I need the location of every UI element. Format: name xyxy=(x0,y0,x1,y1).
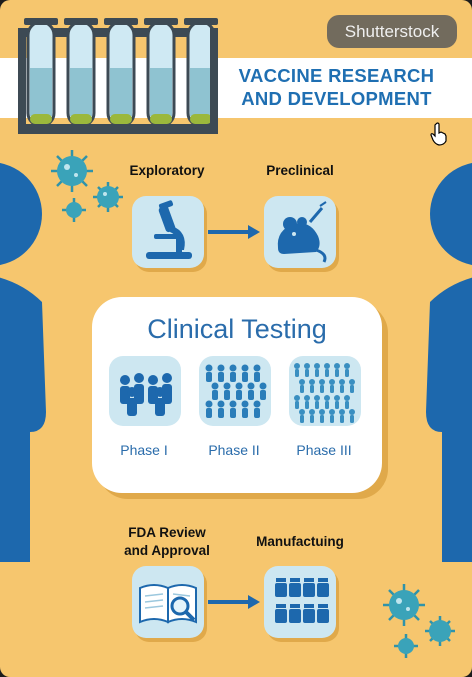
manufacturing-tile xyxy=(264,566,336,638)
stage-label-preclinical: Preclinical xyxy=(266,163,334,178)
test-tubes-icon xyxy=(18,18,218,134)
arrow-icon-2 xyxy=(208,595,260,609)
clinical-testing-title: Clinical Testing xyxy=(147,314,327,344)
people-group-icon-small xyxy=(120,373,172,416)
virus-icon-top-left xyxy=(51,150,123,222)
people-group-icon-large xyxy=(294,363,355,423)
stage-label-fda-review: FDA Review and Approval xyxy=(108,524,226,560)
virus-icon-bottom-right xyxy=(383,584,455,658)
phase-1-tile xyxy=(109,356,181,426)
person-silhouette-icon-right xyxy=(426,162,472,562)
watermark: Shutterstock xyxy=(327,15,457,48)
preclinical-tile xyxy=(264,196,336,268)
fda-line-2: and Approval xyxy=(124,543,210,558)
phase-1-label: Phase I xyxy=(120,442,168,458)
phase-3-tile xyxy=(289,356,361,426)
fda-review-tile xyxy=(132,566,204,638)
people-group-icon-medium xyxy=(205,364,267,418)
stage-label-manufacturing: Manufactuing xyxy=(256,534,344,549)
person-silhouette-icon-left xyxy=(0,162,46,562)
book-magnifier-icon xyxy=(139,584,197,624)
title-line-1: VACCINE RESEARCH xyxy=(238,65,435,86)
title-line-2: AND DEVELOPMENT xyxy=(241,88,432,109)
arrow-icon-1 xyxy=(208,225,260,239)
microscope-icon xyxy=(146,200,192,259)
vaccine-vials-icon xyxy=(275,578,329,623)
phase-2-label: Phase II xyxy=(208,442,260,458)
phase-3-label: Phase III xyxy=(296,442,352,458)
fda-line-1: FDA Review xyxy=(128,525,206,540)
lab-mouse-icon xyxy=(277,201,327,263)
page-title: VACCINE RESEARCH AND DEVELOPMENT xyxy=(214,64,459,110)
exploratory-tile xyxy=(132,196,204,268)
hand-cursor-icon xyxy=(430,122,447,146)
phase-2-tile xyxy=(199,356,271,426)
stage-label-exploratory: Exploratory xyxy=(129,163,205,178)
